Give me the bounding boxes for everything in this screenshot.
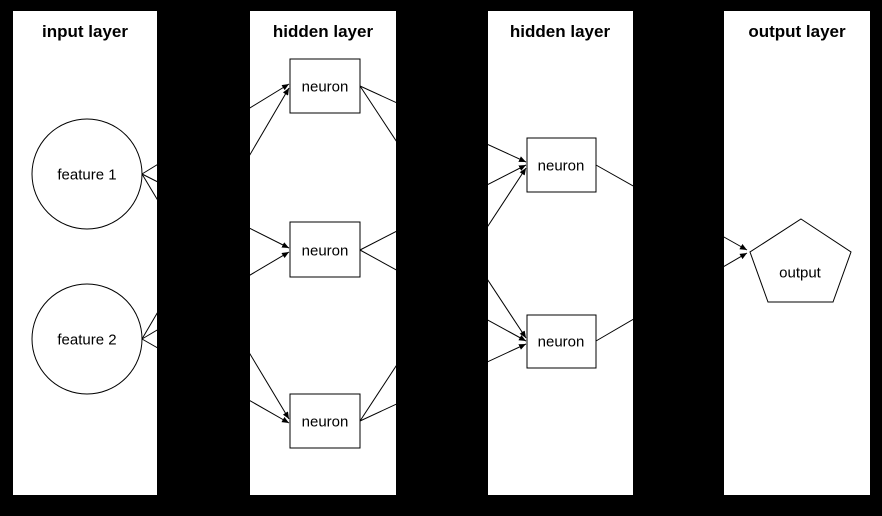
input-layer-nodes: feature 1 feature 2 [31, 118, 143, 395]
node-feature-2-label: feature 2 [57, 331, 116, 348]
connection-line [359, 85, 527, 339]
panel-hidden-layer-2 [488, 11, 633, 495]
connection-line [359, 167, 527, 422]
connection-line [359, 85, 527, 163]
node-hidden1-neuron-2-label: neuron [302, 242, 349, 259]
connection-line [141, 338, 290, 424]
node-feature-1 [31, 118, 143, 230]
title-hidden-layer-1: hidden layer [273, 22, 374, 41]
node-hidden1-neuron-3 [289, 393, 361, 449]
connection-line [595, 164, 748, 251]
connection-edges [141, 83, 748, 424]
connection-line [141, 251, 290, 340]
connection-line [359, 249, 527, 342]
connection-line [595, 252, 748, 342]
node-hidden1-neuron-1-label: neuron [302, 78, 349, 95]
panel-input-layer [13, 11, 157, 495]
node-feature-1-label: feature 1 [57, 166, 116, 183]
node-hidden2-neuron-1 [526, 137, 597, 193]
node-output-label: output [779, 264, 822, 281]
layer-titles: input layer hidden layer hidden layer ou… [42, 22, 846, 41]
connection-line [359, 343, 527, 422]
node-hidden2-neuron-2-label: neuron [538, 333, 585, 350]
connection-line [359, 164, 527, 251]
connection-line [141, 83, 290, 175]
title-hidden-layer-2: hidden layer [510, 22, 611, 41]
node-output [749, 218, 852, 303]
hidden-layer-2-nodes: neuron neuron [526, 137, 597, 369]
node-hidden2-neuron-2 [526, 314, 597, 369]
title-input-layer: input layer [42, 22, 128, 41]
connection-line [141, 173, 290, 420]
connection-line [141, 87, 290, 340]
node-hidden1-neuron-3-label: neuron [302, 413, 349, 430]
output-layer-nodes: output [749, 218, 852, 303]
node-hidden1-neuron-2 [289, 221, 361, 278]
connection-line [141, 173, 290, 249]
hidden-layer-1-nodes: neuron neuron neuron [289, 58, 361, 449]
node-hidden2-neuron-1-label: neuron [538, 157, 585, 174]
node-feature-2 [31, 283, 143, 395]
node-hidden1-neuron-1 [289, 58, 361, 114]
title-output-layer: output layer [748, 22, 846, 41]
